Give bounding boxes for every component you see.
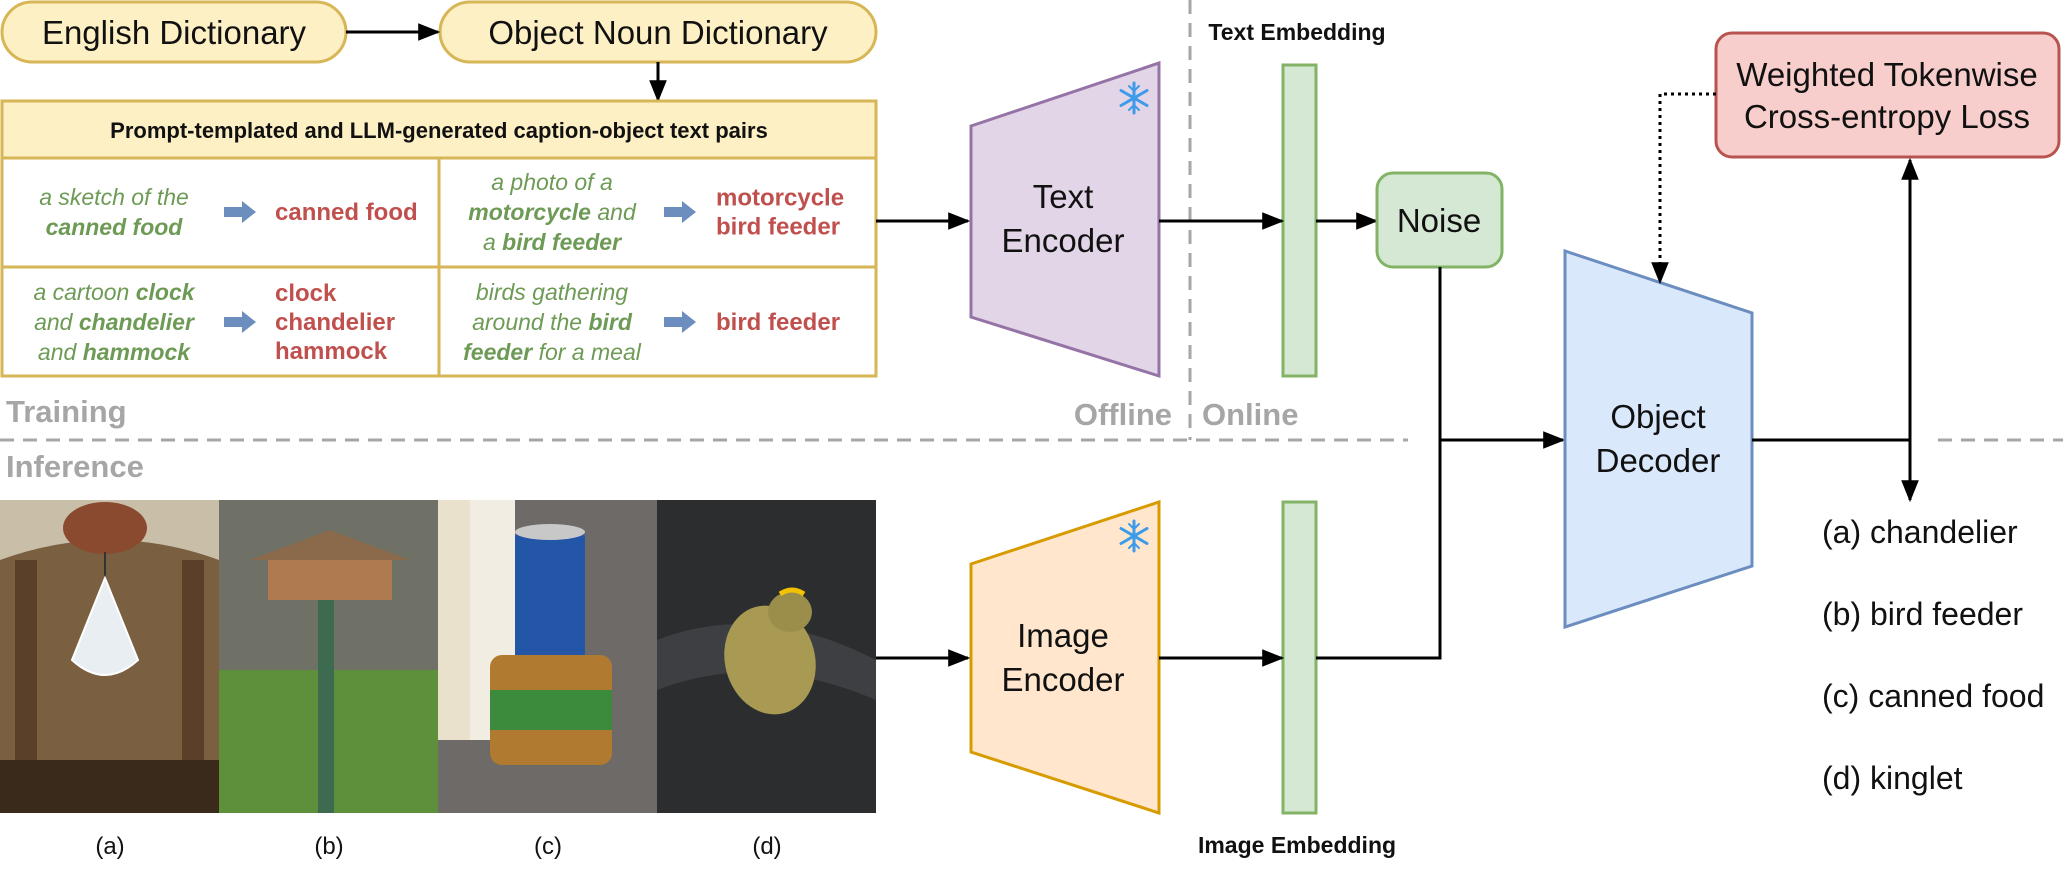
caption-segment: hammock — [83, 339, 192, 365]
blue-arrow-icon — [224, 201, 256, 223]
caption-object-table: Prompt-templated and LLM-generated capti… — [0, 99, 878, 378]
image-embedding-label: Image Embedding — [1198, 832, 1396, 858]
image-embedding-bar — [1281, 500, 1318, 815]
caption-segment: canned food — [46, 214, 184, 240]
caption-segment: and — [38, 339, 83, 365]
image-d-kinglet — [657, 500, 876, 813]
caption-segment: a cartoon — [33, 279, 135, 305]
caption-segment: chandelier — [79, 309, 195, 335]
caption-text: and chandelier — [34, 309, 195, 335]
result-item: (c) canned food — [1822, 678, 2044, 714]
snowflake-icon — [1119, 81, 1149, 115]
caption-segment: for a meal — [532, 339, 642, 365]
online-label: Online — [1202, 397, 1298, 432]
loss-label-1: Weighted Tokenwise — [1736, 56, 2037, 93]
text-encoder: Text Encoder — [969, 60, 1161, 379]
caption-segment: feeder — [463, 339, 533, 365]
caption-segment: a — [483, 229, 502, 255]
caption-text: birds gathering — [476, 279, 628, 305]
caption-segment: clock — [136, 279, 196, 305]
offline-label: Offline — [1074, 397, 1172, 432]
object-label: bird feeder — [716, 214, 840, 241]
caption-segment: motorcycle — [468, 199, 591, 225]
loss-label-2: Cross-entropy Loss — [1744, 98, 2030, 135]
object-noun-dictionary: Object Noun Dictionary — [438, 0, 878, 64]
text-embedding-label: Text Embedding — [1208, 19, 1385, 45]
inference-label: Inference — [6, 449, 144, 484]
object-label: bird feeder — [716, 309, 840, 336]
image-a-chandelier — [0, 500, 219, 813]
caption-text: canned food — [46, 214, 184, 240]
training-label: Training — [6, 394, 127, 429]
caption-segment: bird — [588, 309, 632, 335]
caption-segment: around the — [472, 309, 588, 335]
loss-to-decoder-dotted-arrow — [1651, 92, 1716, 285]
result-item: (d) kinglet — [1822, 760, 1963, 796]
noise-block: Noise — [1375, 171, 1504, 269]
object-decoder: Object Decoder — [1563, 248, 1754, 630]
result-item: (b) bird feeder — [1822, 596, 2023, 632]
object-decoder-label-2: Decoder — [1596, 442, 1721, 479]
english-dictionary: English Dictionary — [0, 0, 348, 64]
object-noun-dictionary-label: Object Noun Dictionary — [488, 14, 828, 51]
caption-text: and hammock — [38, 339, 191, 365]
image-label: (d) — [752, 833, 781, 860]
text-embedding-bar — [1281, 63, 1318, 378]
result-item: (a) chandelier — [1822, 514, 2018, 550]
noise-label: Noise — [1397, 202, 1481, 239]
blue-arrow-icon — [224, 311, 256, 333]
caption-pair: a sketch of the canned food canned food — [39, 184, 417, 240]
object-decoder-label-1: Object — [1610, 398, 1705, 435]
caption-segment: bird feeder — [502, 229, 622, 255]
image-encoder-label-2: Encoder — [1002, 661, 1125, 698]
caption-segment: a photo of a — [491, 169, 613, 195]
image-embedding-to-merge-line — [1316, 440, 1442, 660]
caption-pair: birds gathering around the bird feeder for… — [463, 279, 840, 365]
image-encoder-label-1: Image — [1017, 617, 1109, 654]
caption-segment: a sketch of the — [39, 184, 189, 210]
image-label: (a) — [95, 833, 124, 860]
image-b-bird-feeder — [219, 500, 438, 813]
caption-segment: and — [34, 309, 79, 335]
caption-text: a photo of a — [491, 169, 613, 195]
inference-images — [0, 500, 876, 813]
caption-text: a sketch of the — [39, 184, 189, 210]
caption-text: motorcycle and — [468, 199, 637, 225]
caption-segment: and — [591, 199, 637, 225]
table-header: Prompt-templated and LLM-generated capti… — [110, 118, 768, 143]
image-c-canned-food — [438, 500, 657, 813]
object-label: chandelier — [275, 309, 395, 336]
object-label: clock — [275, 280, 337, 307]
image-encoder: Image Encoder — [969, 499, 1161, 816]
caption-text: a bird feeder — [483, 229, 622, 255]
image-label: (c) — [534, 833, 562, 860]
loss-block: Weighted Tokenwise Cross-entropy Loss — [1714, 31, 2061, 159]
object-label: motorcycle — [716, 185, 844, 212]
blue-arrow-icon — [664, 201, 696, 223]
object-label: canned food — [275, 199, 418, 226]
english-dictionary-label: English Dictionary — [42, 14, 307, 51]
snowflake-icon — [1119, 519, 1149, 553]
caption-text: feeder for a meal — [463, 339, 642, 365]
image-label: (b) — [314, 833, 343, 860]
caption-text: around the bird — [472, 309, 633, 335]
blue-arrow-icon — [664, 311, 696, 333]
object-label: hammock — [275, 338, 388, 365]
caption-segment: birds gathering — [476, 279, 628, 305]
text-encoder-label-2: Encoder — [1002, 222, 1125, 259]
text-encoder-label-1: Text — [1033, 178, 1094, 215]
caption-text: a cartoon clock — [33, 279, 195, 305]
